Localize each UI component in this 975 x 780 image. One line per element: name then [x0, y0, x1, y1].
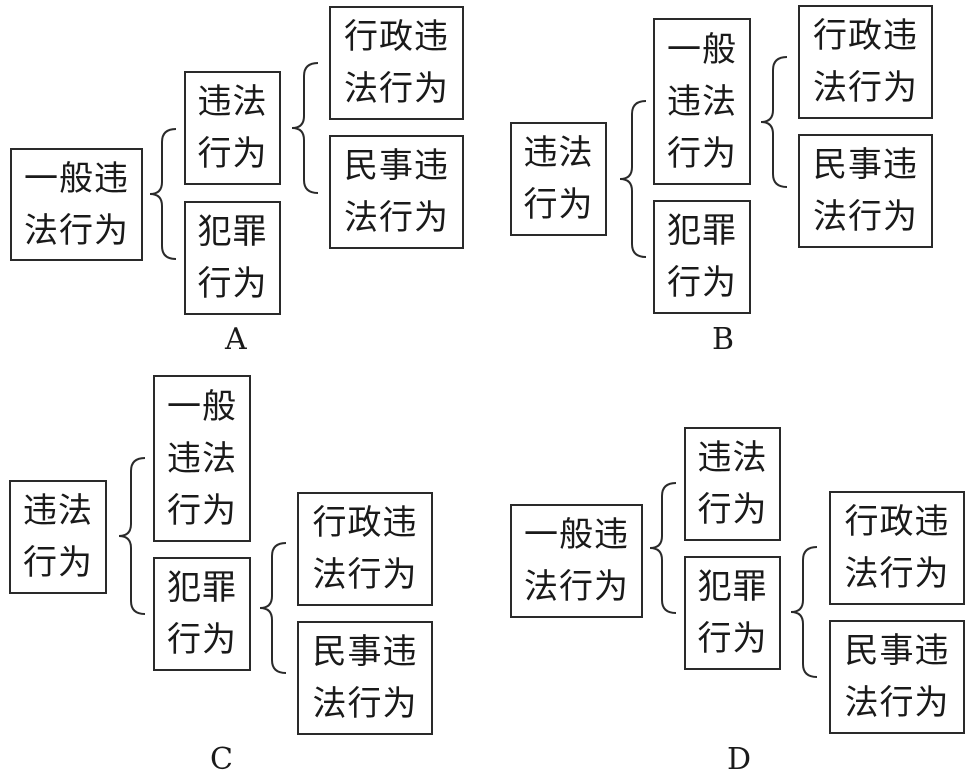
option-d-level1-box-1: 违法 行为 — [684, 427, 781, 541]
option-a-level1-box-2: 犯罪 行为 — [184, 201, 281, 315]
option-b-level1-text-2: 犯罪 行为 — [667, 211, 737, 303]
option-c-level1-box-1: 一般 违法 行为 — [153, 375, 251, 542]
option-c-level2-box-1: 行政违 法行为 — [297, 492, 433, 606]
option-c-level1-text-1: 一般 违法 行为 — [167, 386, 237, 531]
option-a-level1-box-1: 违法 行为 — [184, 71, 281, 185]
option-c-brace-level1 — [259, 542, 287, 674]
option-d-root-box: 一般违 法行为 — [510, 504, 643, 618]
option-a-brace-level1 — [291, 62, 319, 194]
option-b-root-text: 违法 行为 — [523, 133, 594, 225]
option-a-level2-box-2: 民事违 法行为 — [329, 135, 464, 249]
option-a-root-box: 一般违 法行为 — [10, 148, 143, 261]
option-a-level1-text-1: 违法 行为 — [197, 82, 268, 174]
option-d-root-text: 一般违 法行为 — [524, 515, 629, 607]
option-b-brace-root — [619, 100, 647, 258]
option-d-level2-text-1: 行政违 法行为 — [844, 502, 950, 594]
option-d-label: D — [727, 742, 752, 777]
option-d-brace-root — [649, 482, 677, 614]
option-b-brace-level1 — [760, 56, 788, 188]
option-c-level1-text-2: 犯罪 行为 — [167, 568, 237, 660]
option-c-level1-box-2: 犯罪 行为 — [153, 557, 251, 671]
option-c-brace-root — [118, 457, 146, 615]
option-a-level2-text-2: 民事违 法行为 — [344, 146, 449, 238]
option-b-level2-box-1: 行政违 法行为 — [798, 5, 933, 119]
option-d-level1-text-2: 犯罪 行为 — [697, 567, 768, 659]
option-a-level1-text-2: 犯罪 行为 — [197, 212, 268, 304]
option-d-brace-level1 — [790, 546, 818, 678]
option-b-label: B — [712, 322, 735, 357]
option-b-root-box: 违法 行为 — [510, 122, 607, 236]
option-a-brace-root — [149, 128, 177, 260]
option-d-level2-box-2: 民事违 法行为 — [829, 620, 965, 734]
option-d-level1-box-2: 犯罪 行为 — [684, 556, 781, 670]
option-d-level2-box-1: 行政违 法行为 — [829, 491, 965, 605]
option-b-level2-text-2: 民事违 法行为 — [813, 145, 918, 237]
option-b-level1-box-1: 一般 违法 行为 — [653, 18, 751, 185]
option-c-level2-box-2: 民事违 法行为 — [297, 621, 433, 735]
option-c-label: C — [210, 742, 233, 777]
option-a-level2-text-1: 行政违 法行为 — [344, 17, 449, 109]
option-d-level1-text-1: 违法 行为 — [697, 438, 768, 530]
option-a-root-text: 一般违 法行为 — [24, 158, 129, 251]
option-c-root-text: 违法 行为 — [23, 491, 93, 583]
option-b-level1-text-1: 一般 违法 行为 — [667, 29, 737, 174]
option-d-level2-text-2: 民事违 法行为 — [844, 631, 950, 723]
option-c-level2-text-2: 民事违 法行为 — [312, 632, 418, 724]
option-b-level2-box-2: 民事违 法行为 — [798, 134, 933, 248]
option-c-root-box: 违法 行为 — [9, 480, 107, 594]
option-c-level2-text-1: 行政违 法行为 — [312, 503, 418, 595]
option-b-level1-box-2: 犯罪 行为 — [653, 200, 751, 314]
option-a-label: A — [225, 322, 247, 357]
option-a-level2-box-1: 行政违 法行为 — [329, 6, 464, 120]
option-b-level2-text-1: 行政违 法行为 — [813, 16, 918, 108]
